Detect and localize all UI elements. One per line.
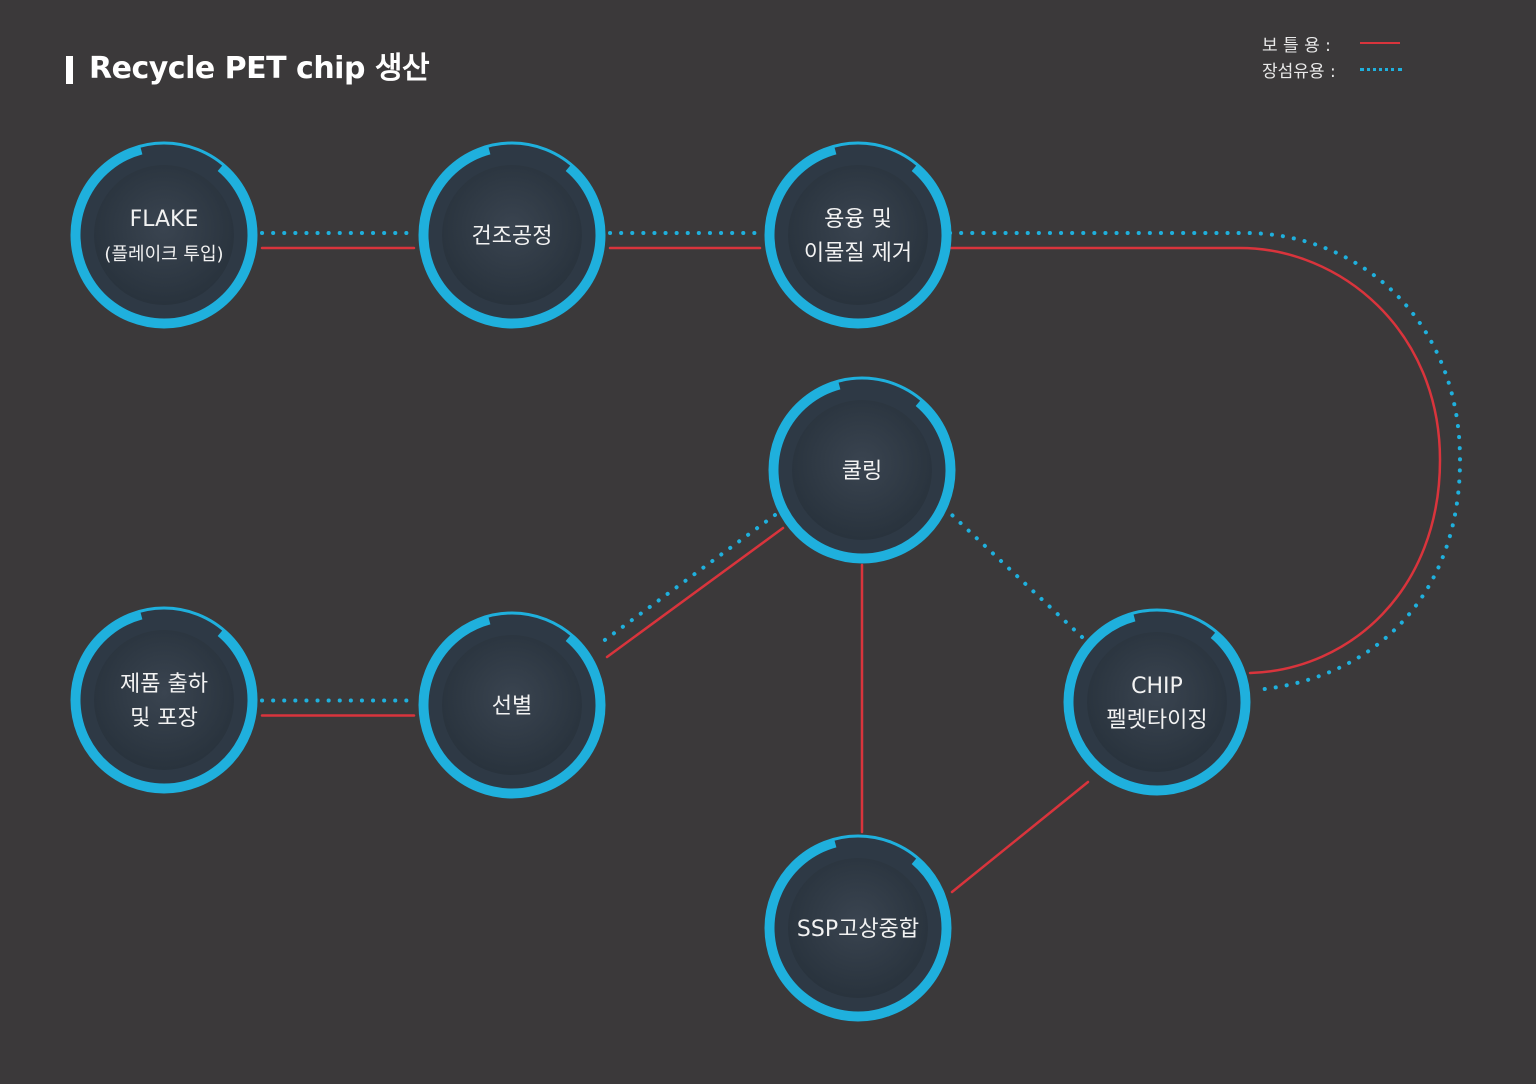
node-sorting: 선별 [418, 611, 606, 799]
node-chip-label-1: 펠렛타이징 [1106, 708, 1207, 733]
node-cooling-inner-disc [792, 400, 932, 540]
connection-melt-chip-dotted [948, 231, 1463, 692]
legend-solid-line-swatch [1360, 42, 1400, 44]
node-ssp-progress-ring [765, 838, 951, 1021]
title-bar [66, 56, 73, 84]
node-packing-progress-ring [71, 610, 257, 793]
node-ssp: SSP고상중합 [764, 834, 952, 1022]
node-flake-label-1: (플레이크 투입) [104, 244, 223, 265]
node-chip-progress-ring [1064, 612, 1250, 795]
node-drying: 건조공정 [418, 141, 606, 329]
node-flake: FLAKE (플레이크 투입) [70, 141, 258, 329]
node-flake-inner-disc [94, 165, 234, 305]
legend-item-bottle: 보 틀 용 : [1262, 30, 1402, 56]
node-chip-inner-disc [1087, 632, 1227, 772]
node-melt-inner-disc [788, 165, 928, 305]
page-title: Recycle PET chip 생산 [89, 51, 430, 86]
legend-label-bottle: 보 틀 용 : [1262, 35, 1331, 56]
node-melt-label-1: 이물질 제거 [804, 241, 912, 266]
node-flake-progress-ring [71, 145, 257, 328]
node-ssp-label-0: SSP고상중합 [797, 917, 919, 942]
connection-chip-cooling-dotted [950, 513, 1084, 639]
connection-chip-ssp-solid [950, 780, 1090, 894]
node-chip: CHIP 펠렛타이징 [1063, 608, 1251, 796]
node-melt-progress-ring [765, 145, 951, 328]
node-drying-progress-ring [419, 145, 605, 328]
node-melt-label-0: 용융 및 [824, 207, 892, 232]
node-packing-label-1: 및 포장 [130, 706, 198, 731]
node-packing-inner-disc [94, 630, 234, 770]
title-block: Recycle PET chip 생산 [66, 44, 430, 86]
node-chip-label-0: CHIP [1131, 674, 1183, 699]
connection-melt-chip-solid [948, 246, 1442, 675]
node-sorting-progress-ring [419, 615, 605, 798]
node-drying-inner-disc [442, 165, 582, 305]
node-sorting-inner-disc [442, 635, 582, 775]
node-cooling-progress-ring [769, 380, 955, 563]
node-drying-label-0: 건조공정 [472, 224, 553, 249]
legend-label-fiber: 장섬유용 : [1262, 61, 1336, 82]
legend: 보 틀 용 : 장섬유용 : [1262, 30, 1402, 82]
node-ssp-inner-disc [788, 858, 928, 998]
node-flake-label-0: FLAKE [130, 207, 199, 232]
node-sorting-label-0: 선별 [492, 694, 532, 719]
node-cooling: 쿨링 [768, 376, 956, 564]
connections-layer [260, 231, 1463, 894]
connection-cooling-sorting-solid [605, 526, 785, 659]
legend-dotted-line-swatch [1360, 67, 1402, 71]
connection-cooling-sorting-dotted [596, 513, 777, 647]
node-packing-label-0: 제품 출하 [120, 672, 208, 697]
node-packing: 제품 출하및 포장 [70, 606, 258, 794]
legend-item-fiber: 장섬유용 : [1262, 56, 1402, 82]
node-cooling-label-0: 쿨링 [842, 459, 882, 484]
